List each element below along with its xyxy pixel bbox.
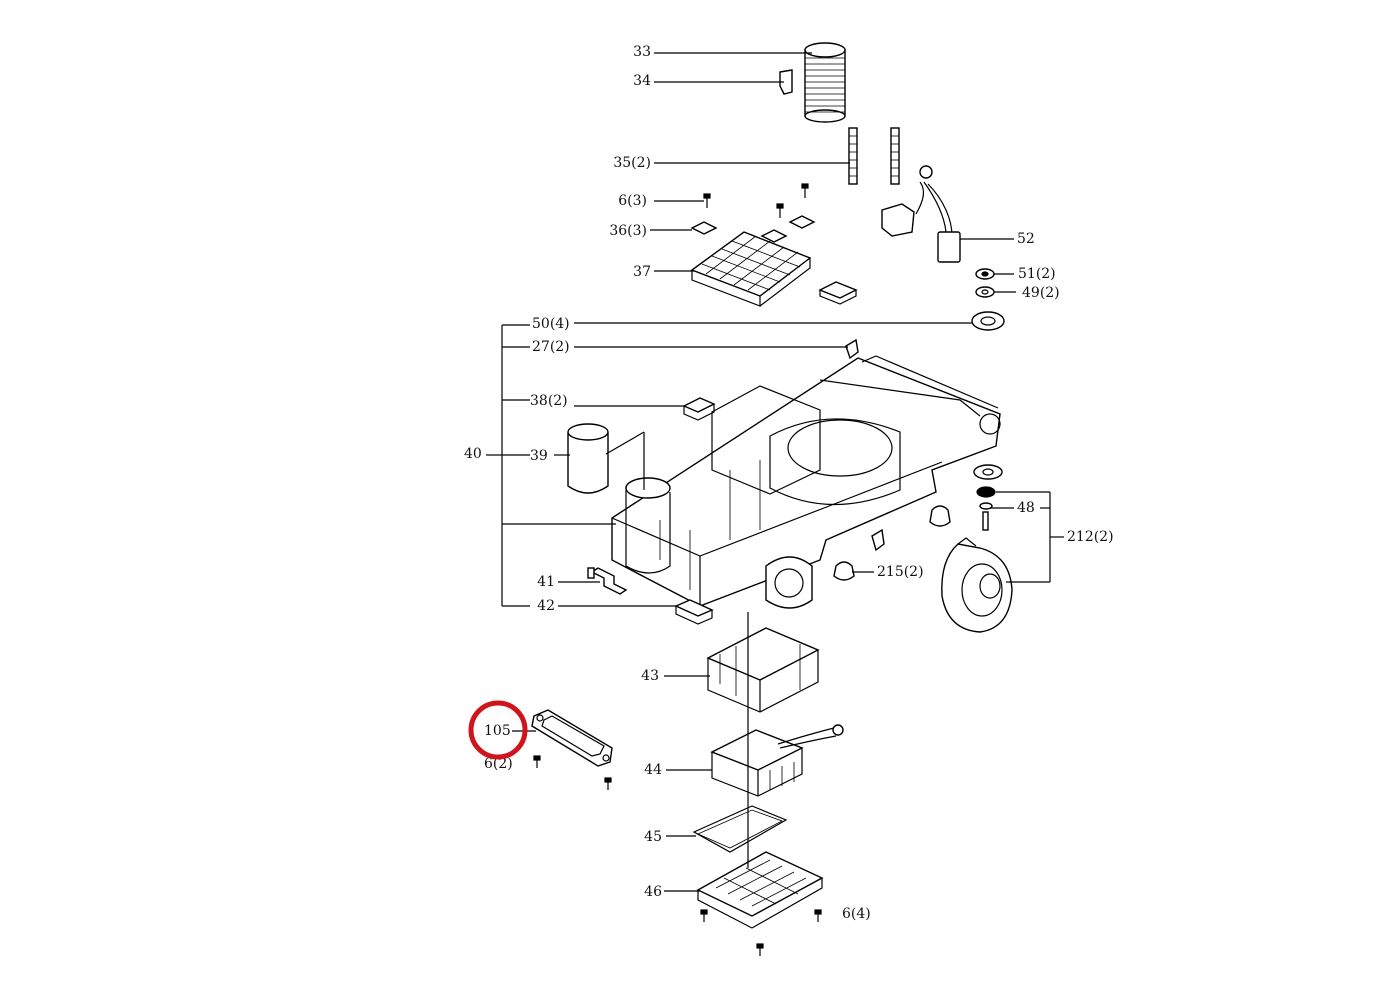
callout-labels: 33 34 35(2) 6(3) 36(3) 37 52 51(2) 49(2)… [464,44,1114,922]
callout-33: 33 [633,44,651,60]
part-36-pads [690,215,816,243]
callout-42: 42 [537,598,555,614]
callout-27: 27(2) [532,339,570,355]
callout-105: 105 [484,723,511,739]
part-48-bearing-stack [973,464,1003,531]
part-52-sensor-cable [881,165,961,263]
part-44-control-box [710,724,844,797]
leader-lines [486,52,1064,892]
part-35-springs [848,127,900,185]
part-45-gasket [692,805,788,853]
callout-36: 36(3) [609,223,647,239]
callout-48: 48 [1017,500,1035,516]
callout-6-left: 6(2) [484,756,513,772]
callout-6-top: 6(3) [618,193,647,209]
part-6-screws-bottom [700,909,822,956]
part-40-chassis [611,355,1001,609]
callout-34: 34 [633,73,651,89]
callout-52: 52 [1017,231,1035,247]
part-42-block [674,599,714,625]
callout-41: 41 [537,574,555,590]
callout-43: 43 [641,668,659,684]
part-39-cylinder [567,423,609,494]
callout-215: 215(2) [877,564,924,580]
part-50-bearing [971,311,1005,331]
callout-45: 45 [644,829,662,845]
part-51-washer [975,268,995,280]
callout-40: 40 [464,446,482,462]
callout-46: 46 [644,884,662,900]
part-6-screws-105 [533,755,612,790]
highlight-circle-105 [468,700,528,760]
part-block-small [818,281,858,305]
callout-35: 35(2) [613,155,651,171]
callout-38: 38(2) [530,393,568,409]
callout-50: 50(4) [532,316,570,332]
part-33-coil-housing [804,42,846,123]
callout-51: 51(2) [1018,266,1056,282]
part-27-clip [845,338,885,552]
part-212-wheel-hub [941,537,1013,633]
callout-49: 49(2) [1022,285,1060,301]
callout-39: 39 [530,448,548,464]
part-34-clip [779,69,793,95]
callout-44: 44 [644,762,662,778]
part-49-washer [975,286,995,298]
part-215-feet [833,505,951,581]
part-43-battery-box [706,627,820,713]
part-37-grid-filter [690,231,812,307]
part-46-base-cover [696,851,824,929]
part-6-screws-top [703,183,809,218]
callout-6-bottom: 6(4) [842,906,871,922]
part-41-bracket [587,567,628,595]
callout-37: 37 [633,264,651,280]
part-105-cover-frame [531,709,613,767]
callout-212: 212(2) [1067,529,1114,545]
part-38-block [682,397,716,421]
